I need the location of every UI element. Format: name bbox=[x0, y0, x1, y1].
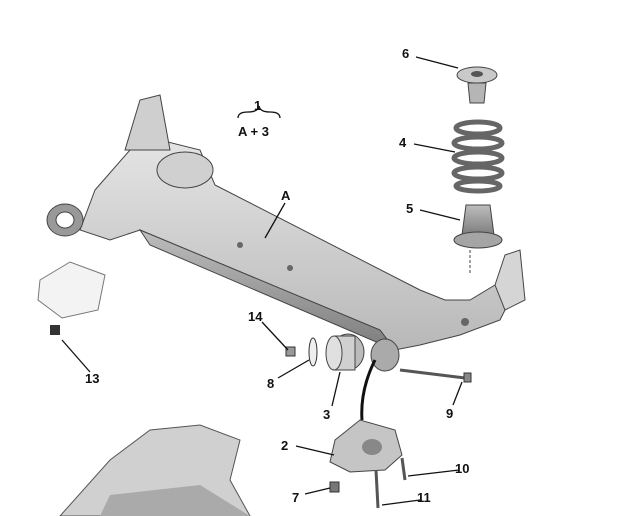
bolt-9 bbox=[399, 368, 472, 383]
nut bbox=[285, 346, 296, 357]
washer bbox=[308, 337, 318, 367]
label-5: 5 bbox=[406, 201, 413, 216]
spring-upper-seat bbox=[456, 66, 498, 104]
bracket-13 bbox=[37, 261, 106, 335]
label-10: 10 bbox=[455, 461, 469, 476]
label-9: 9 bbox=[446, 406, 453, 421]
label-11: 11 bbox=[417, 490, 431, 505]
label-2: 2 bbox=[281, 438, 288, 453]
label-assembly-1: 1 bbox=[254, 98, 261, 113]
label-A: A bbox=[281, 188, 291, 203]
underbody-panel bbox=[59, 424, 251, 516]
label-7: 7 bbox=[292, 490, 299, 505]
rear-axle-beam bbox=[46, 94, 526, 372]
label-3: 3 bbox=[323, 407, 330, 422]
label-8: 8 bbox=[267, 376, 274, 391]
bump-stop bbox=[453, 204, 503, 249]
label-assembly-composition: A + 3 bbox=[238, 124, 269, 139]
bracket-2 bbox=[329, 419, 407, 509]
label-4: 4 bbox=[399, 135, 407, 150]
leader-lines bbox=[61, 56, 463, 506]
coil-spring bbox=[451, 119, 505, 194]
label-13: 13 bbox=[85, 371, 99, 386]
bushing bbox=[325, 333, 365, 371]
label-14: 14 bbox=[248, 309, 263, 324]
label-6: 6 bbox=[402, 46, 409, 61]
